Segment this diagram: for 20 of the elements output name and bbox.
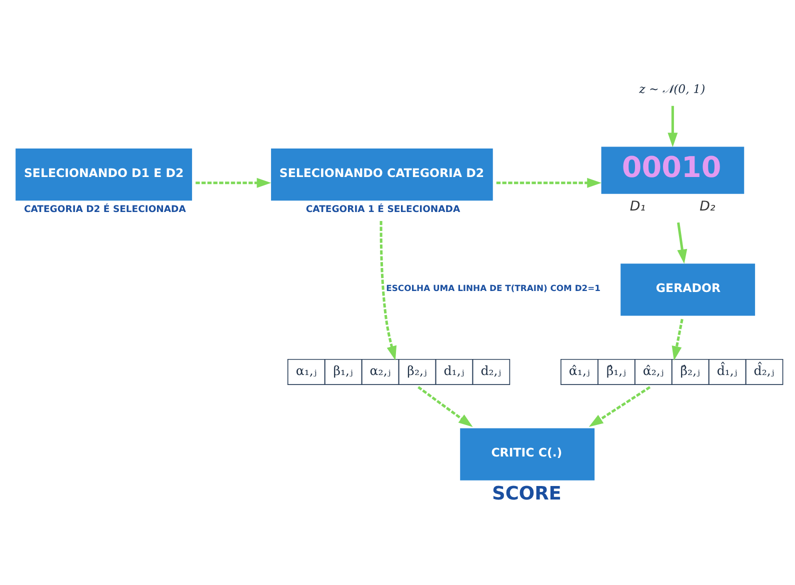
arrow [677, 222, 688, 264]
node-label: D₁ [630, 198, 646, 214]
node-text: z ~ 𝒩(0, 1) [639, 82, 706, 96]
arrow [496, 177, 602, 188]
arrow [418, 386, 473, 427]
arrow [672, 318, 684, 360]
node-box: 00010 [601, 146, 744, 194]
edge-label: ESCOLHA UMA LINHA DE T(TRAIN) COM D2=1 [386, 282, 600, 292]
arrow [196, 177, 272, 188]
node-label: CATEGORIA 1 É SELECIONADA [306, 204, 460, 215]
node-box: CRITIC C(.) [460, 428, 595, 480]
node-label: SCORE [492, 482, 562, 504]
arrow [380, 220, 397, 360]
node-label: D₂ [700, 198, 716, 214]
node-label: CATEGORIA D2 É SELECIONADA [24, 204, 186, 215]
node-box: SELECIONANDO CATEGORIA D2 [271, 148, 493, 200]
arrow [588, 386, 651, 426]
node-box: SELECIONANDO D1 E D2 [16, 148, 192, 200]
arrow [668, 105, 678, 147]
node-box: GERADOR [620, 263, 756, 316]
